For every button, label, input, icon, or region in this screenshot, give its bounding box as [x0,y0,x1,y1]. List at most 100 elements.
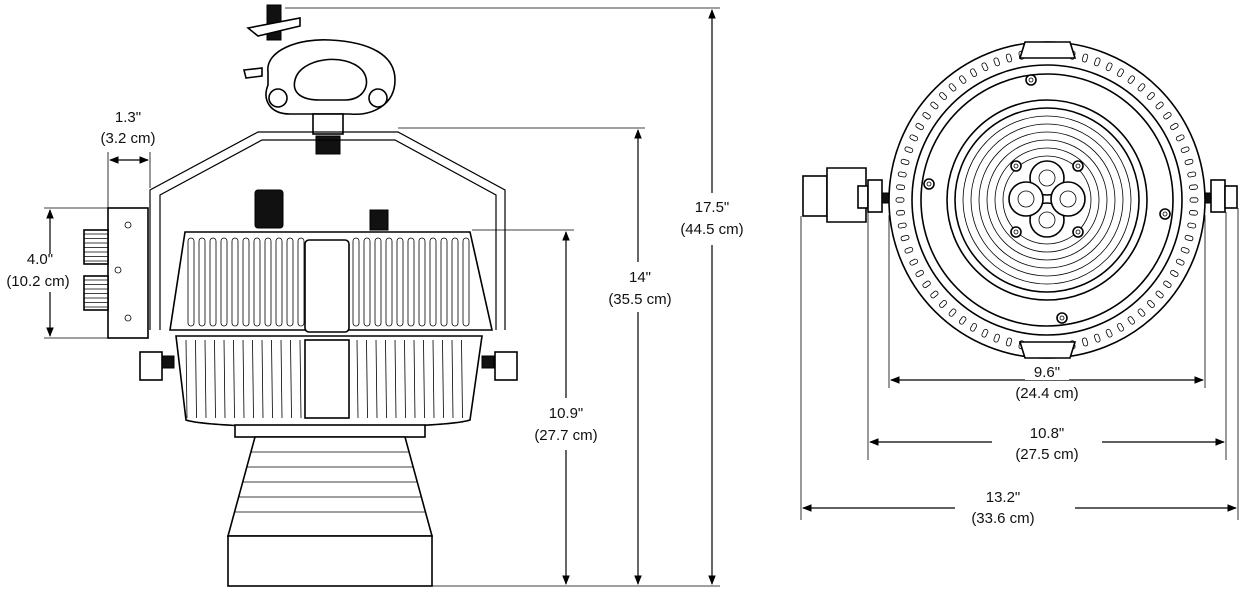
dim-total-width-imperial: 13.2" [986,489,1021,506]
side-view [83,4,518,587]
housing-rib [958,316,967,325]
housing-rib [939,299,948,308]
screw-icon [1072,226,1084,238]
fin-lower [280,339,283,419]
housing-rib [1189,184,1198,190]
fin-lower [299,339,302,419]
fin-lower [242,339,245,419]
fin-upper [253,237,261,327]
fin-lower [404,339,406,419]
housing-rib [1180,247,1190,254]
fin-lower [394,339,397,419]
screw-icon [1010,226,1022,238]
lens-ring-step [970,123,1124,277]
fin-upper [286,237,294,327]
housing-rib [1005,337,1013,347]
screw-icon [923,178,935,190]
fin-upper [440,237,448,327]
housing-rib [909,258,919,266]
housing-rib [1137,83,1146,92]
lens-ring-step [1002,155,1092,245]
housing-rib [1184,234,1194,242]
dim-lens-diameter-metric: (24.4 cm) [1015,385,1078,402]
center-spine [304,239,350,333]
housing-rib [1005,53,1013,63]
housing-rib [896,184,905,190]
housing-rib [1155,290,1164,299]
dim-total-height-imperial: 17.5" [695,199,730,216]
lens-ring-step [978,131,1116,269]
fin-upper [418,237,426,327]
screw-icon [1159,208,1171,220]
housing-rib [1175,134,1185,142]
dim-clamp-offset-imperial: 1.3" [115,109,141,126]
dim-connector-height-metric: (10.2 cm) [6,273,69,290]
housing-rib [993,333,1000,343]
housing-rib [922,280,931,289]
housing-rib [1081,53,1089,63]
fin-upper [462,237,470,327]
housing-rib [981,62,989,72]
housing-rib [1081,337,1089,347]
dim-total-height-metric: (44.5 cm) [680,221,743,238]
dim-body-diameter-imperial: 10.8" [1030,425,1065,442]
fin-upper [374,237,382,327]
yoke [139,131,518,381]
housing-rib [958,75,967,84]
fin-upper [242,237,250,327]
fin-lower [204,339,207,419]
yoke-knob-left [139,351,163,381]
housing-rib [1146,92,1155,101]
clamp-nut [315,135,341,155]
screw-icon [1056,312,1068,324]
dim-clamp-offset-metric: (3.2 cm) [100,130,155,147]
fin-upper [451,237,459,327]
fin-lower [271,339,273,419]
dim-connector-height-imperial: 4.0" [27,251,53,268]
housing-rib [1146,299,1155,308]
fin-upper [407,237,415,327]
fin-lower [356,339,359,419]
fin-lower [195,339,197,419]
yoke-knob-right [494,351,518,381]
front-view [802,41,1238,359]
fin-lower [366,339,368,419]
fin-upper [220,237,228,327]
housing-rib [1175,258,1185,266]
connector-top [83,229,109,265]
lens-ring-step [962,115,1132,285]
housing-rib [1094,57,1101,67]
housing-rib [897,171,907,178]
cable-gland [254,189,284,229]
housing-rib [1189,197,1199,203]
fin-upper [385,237,393,327]
housing-rib [1094,333,1101,343]
dim-body-height-metric: (27.7 cm) [534,427,597,444]
screw-icon [1010,160,1022,172]
dim-body-height-imperial: 10.9" [549,405,584,422]
fin-lower [233,339,235,419]
housing-rib [939,92,948,101]
housing-rib [904,146,914,153]
housing-rib [1184,158,1194,166]
dim-lens-diameter-imperial: 9.6" [1034,364,1060,381]
fin-lower [185,339,188,419]
front-dimensions: 9.6" (24.4 cm) 10.8" (27.5 cm) 13.2" (33… [800,208,1239,527]
dim-body-diameter-metric: (27.5 cm) [1015,446,1078,463]
housing-rib [1187,222,1197,229]
housing-rib [896,210,905,216]
housing-rib [897,222,907,229]
housing-rib [1105,62,1113,72]
housing-rib [993,57,1000,67]
dim-yoke-height-imperial: 14" [629,269,651,286]
housing-rib [969,68,978,77]
fin-lower [375,339,378,419]
connector-bottom [83,275,109,311]
housing-rib [1170,122,1179,131]
fin-lower [261,339,264,419]
top-cap [369,209,389,231]
fin-lower [252,339,254,419]
fin-upper [231,237,239,327]
housing-rib [1155,101,1164,110]
